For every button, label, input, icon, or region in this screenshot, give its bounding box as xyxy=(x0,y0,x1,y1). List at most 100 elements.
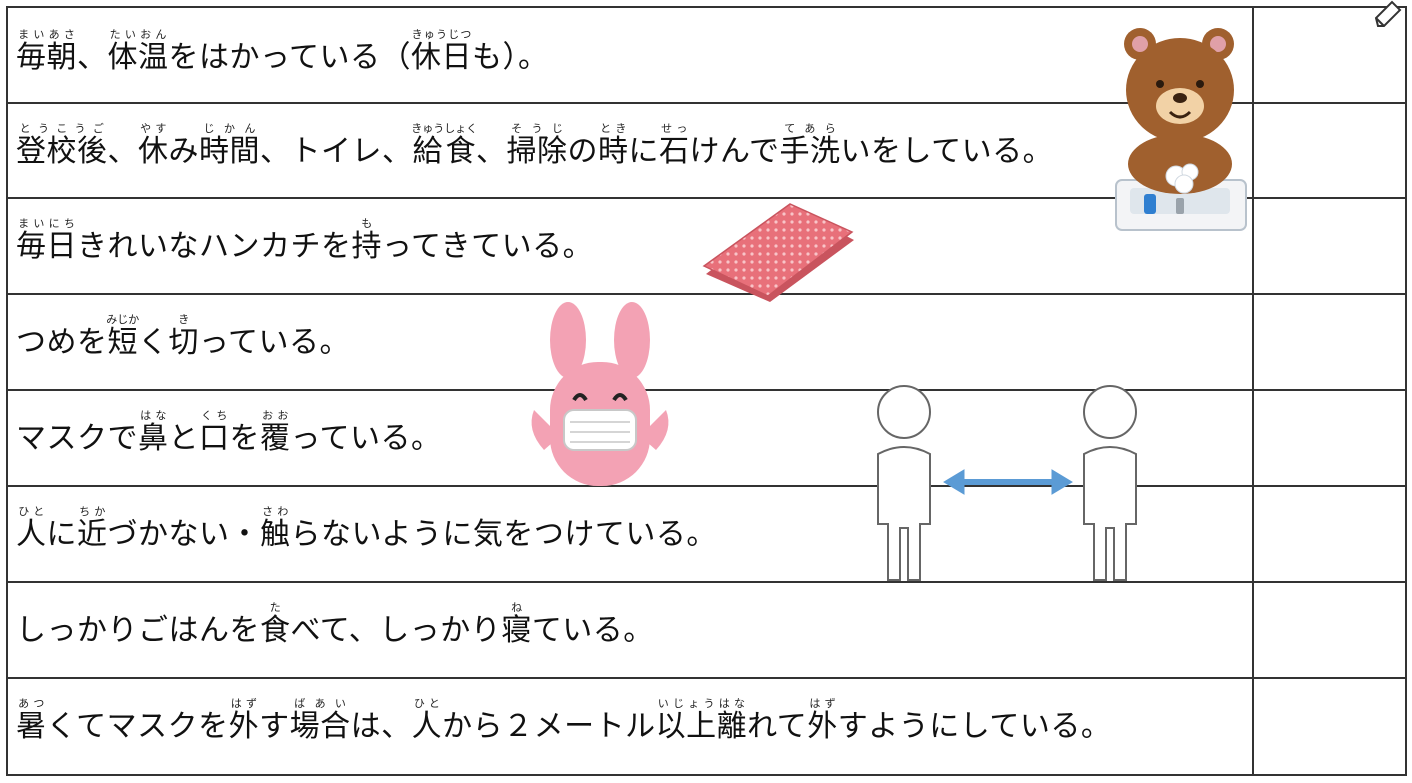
ruby-base: 鼻 xyxy=(138,421,169,456)
ruby-reading: あつ xyxy=(16,697,47,710)
text-segment: づかない・ xyxy=(107,517,260,552)
ruby-reading: ひと xyxy=(16,505,47,518)
ruby-base: 人 xyxy=(16,517,47,552)
text-segment: に xyxy=(46,517,77,552)
ruby-reading: まいあさ xyxy=(16,28,77,41)
checklist-item-text: 登校後とうこうご、休やすみ時間じかん、トイレ、給食きゅうしょく、掃除そうじの時と… xyxy=(16,122,1053,174)
ruby-base: 短 xyxy=(106,325,140,360)
ruby-reading: まいにち xyxy=(16,217,77,230)
text-segment: らないように xyxy=(290,517,473,552)
pencil-icon xyxy=(1374,0,1402,27)
text-segment: から２メートル xyxy=(442,709,656,744)
ruby-reading: そうじ xyxy=(506,122,568,135)
table-bottom-border xyxy=(6,774,1407,776)
ruby-word: 場合ばあい xyxy=(289,697,351,744)
ruby-base: 切 xyxy=(168,325,199,360)
checklist-item-text: つめを短みじかく切きっている。 xyxy=(16,313,350,365)
ruby-base: 覆 xyxy=(260,421,291,456)
ruby-base: 近 xyxy=(77,517,108,552)
text-segment: す xyxy=(259,709,290,744)
ruby-base: 人 xyxy=(411,709,443,744)
ruby-base: 石 xyxy=(659,134,690,169)
text-segment: 、 xyxy=(107,134,138,169)
ruby-reading: じかん xyxy=(199,122,260,135)
check-cell[interactable] xyxy=(1252,485,1407,581)
ruby-reading: せっ xyxy=(659,122,690,135)
ruby-word: 手洗てあら xyxy=(779,122,841,169)
text-segment: に xyxy=(628,134,659,169)
ruby-base: 外 xyxy=(807,709,838,744)
text-segment: っている。 xyxy=(290,421,442,456)
ruby-base: 場合 xyxy=(289,709,351,744)
check-cell[interactable] xyxy=(1252,677,1407,776)
ruby-word: 体温たいおん xyxy=(107,28,169,75)
ruby-word: 触さわ xyxy=(260,505,291,552)
ruby-base: 休 xyxy=(138,134,169,169)
ruby-word: 登校後とうこうご xyxy=(16,122,108,169)
ruby-base: 手洗 xyxy=(779,134,841,169)
ruby-word: 口くち xyxy=(199,409,230,456)
text-segment: ている。 xyxy=(531,613,654,648)
ruby-base: 時間 xyxy=(199,134,260,169)
ruby-reading: はず xyxy=(228,697,260,710)
ruby-reading: ひと xyxy=(411,697,443,710)
ruby-reading: くち xyxy=(199,409,230,422)
ruby-reading: ちか xyxy=(77,505,108,518)
text-segment: すようにしている。 xyxy=(837,709,1112,744)
ruby-reading: さわ xyxy=(260,505,291,518)
ruby-word: 休日きゅうじつ xyxy=(411,28,472,75)
checklist-item-text: 毎朝まいあさ、体温たいおんをはかっている（休日きゅうじつも）。 xyxy=(16,28,549,80)
ruby-base: 口 xyxy=(199,421,230,456)
ruby-word: 人ひと xyxy=(411,697,443,744)
ruby-base: 掃除 xyxy=(506,134,568,169)
check-cell[interactable] xyxy=(1252,581,1407,677)
text-segment: 、 xyxy=(476,134,507,169)
ruby-word: 鼻はな xyxy=(138,409,169,456)
text-segment: をはかっている（ xyxy=(168,40,411,75)
ruby-base: 体温 xyxy=(107,40,169,75)
ruby-word: 暑あつ xyxy=(16,697,47,744)
check-cell[interactable] xyxy=(1252,389,1407,485)
table-row xyxy=(6,677,1252,776)
ruby-base: 休日 xyxy=(411,40,472,75)
bear-washing-hands-icon xyxy=(1115,28,1247,231)
ruby-word: 掃除そうじ xyxy=(506,122,568,169)
ruby-reading: いじょうはな xyxy=(655,697,748,710)
ruby-reading: たいおん xyxy=(107,28,169,41)
ruby-word: 毎日まいにち xyxy=(16,217,77,264)
text-segment: く xyxy=(138,325,169,360)
ruby-base: 食 xyxy=(260,613,291,648)
text-segment: と xyxy=(168,421,199,456)
ruby-word: 時間じかん xyxy=(199,122,260,169)
text-segment: 、トイレ、 xyxy=(260,134,413,169)
text-segment: べて、しっかり xyxy=(290,613,502,648)
check-cell[interactable] xyxy=(1252,197,1407,293)
ruby-reading: き xyxy=(168,313,200,326)
checklist-item-text: 人ひとに近ちかづかない・触さわらないように気をつけている。 xyxy=(16,505,717,557)
text-segment: くてマスクを xyxy=(46,709,229,744)
check-cell[interactable] xyxy=(1252,102,1407,197)
ruby-base: 気 xyxy=(472,517,504,552)
text-segment: ってきている。 xyxy=(382,229,594,264)
ruby-base: 時 xyxy=(598,134,629,169)
handkerchief-icon xyxy=(702,203,854,302)
text-segment: しっかりごはんを xyxy=(16,613,260,648)
checklist-item-text: 暑あつくてマスクを外はずす場合ばあいは、人ひとから２メートル以上離いじょうはなれ… xyxy=(16,697,1111,749)
check-cell[interactable] xyxy=(1252,6,1407,102)
table-row xyxy=(6,581,1252,677)
text-segment: も）。 xyxy=(472,40,549,75)
ruby-reading: みじか xyxy=(106,313,140,326)
ruby-word: 休やす xyxy=(138,122,169,169)
table-row xyxy=(6,102,1252,197)
ruby-base: 外 xyxy=(228,709,260,744)
text-segment: つめを xyxy=(16,325,108,360)
ruby-word: 毎朝まいあさ xyxy=(16,28,77,75)
check-cell[interactable] xyxy=(1252,293,1407,389)
ruby-reading: はな xyxy=(138,409,169,422)
rabbit-with-mask-icon xyxy=(531,302,669,486)
checklist-item-text: しっかりごはんを食たべて、しっかり寝ねている。 xyxy=(16,601,654,653)
ruby-reading: やす xyxy=(138,122,169,135)
ruby-reading: はず xyxy=(807,697,838,710)
ruby-base: 持 xyxy=(351,229,382,264)
text-segment: は、 xyxy=(350,709,412,744)
